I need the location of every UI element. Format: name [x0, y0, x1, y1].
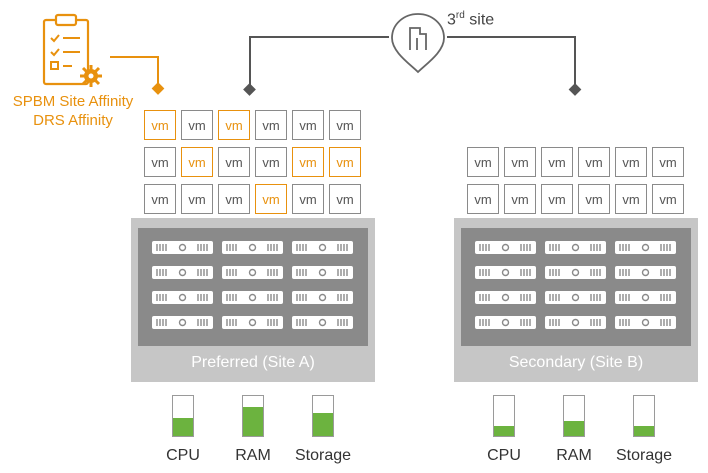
site-b-storage-meter	[633, 395, 655, 437]
site-b-server-rack	[461, 228, 691, 346]
spbm-affinity-label: SPBM Site Affinity	[12, 93, 134, 110]
site-b-vm-1-1: vm	[504, 184, 536, 214]
site-a-name: Preferred (Site A)	[191, 354, 315, 371]
witness-site-label: 3rd site	[447, 10, 494, 29]
site-b-server-1-2	[615, 266, 676, 279]
site-b-server-2-0	[475, 291, 536, 304]
site-a-server-0-0	[152, 241, 213, 254]
link-end-diamond-a	[243, 83, 256, 96]
site-b-server-0-2	[615, 241, 676, 254]
site-a-server-0-1	[222, 241, 283, 254]
site-b-vm-1-4: vm	[615, 184, 647, 214]
affinity-link	[110, 56, 159, 88]
site-a-cpu-label: CPU	[166, 447, 200, 464]
witness-label-sup: rd	[455, 10, 465, 21]
site-a-vm-0-3: vm	[255, 110, 287, 140]
site-a-server-0-2	[292, 241, 353, 254]
site-b-server-2-1	[545, 291, 606, 304]
site-a-box: Preferred (Site A)	[131, 218, 375, 382]
site-b-ram-meter	[563, 395, 585, 437]
site-b-server-0-1	[545, 241, 606, 254]
witness-label-rest: site	[464, 11, 495, 29]
witness-location-pin-icon	[391, 13, 445, 74]
site-b-server-0-0	[475, 241, 536, 254]
site-b-vm-0-1: vm	[504, 147, 536, 177]
site-a-storage-meter	[312, 395, 334, 437]
drs-affinity-label: DRS Affinity	[33, 112, 113, 129]
site-b-cpu-label: CPU	[487, 447, 521, 464]
witness-link-site-b	[447, 36, 576, 90]
site-a-server-rack	[138, 228, 368, 346]
site-b-vm-0-2: vm	[541, 147, 573, 177]
site-b-ram-level	[564, 421, 584, 436]
site-b-server-2-2	[615, 291, 676, 304]
site-a-server-1-2	[292, 266, 353, 279]
site-b-vm-0-3: vm	[578, 147, 610, 177]
site-a-vm-0-2: vm	[218, 110, 250, 140]
site-a-vm-2-0: vm	[144, 184, 176, 214]
site-a-ram-label: RAM	[235, 447, 271, 464]
site-a-server-1-1	[222, 266, 283, 279]
site-a-ram-meter	[242, 395, 264, 437]
site-b-storage-level	[634, 426, 654, 436]
site-a-vm-2-3: vm	[255, 184, 287, 214]
affinity-link-diamond	[151, 82, 165, 95]
site-b-server-3-1	[545, 316, 606, 329]
site-b-vm-1-3: vm	[578, 184, 610, 214]
site-b-cpu-meter	[493, 395, 515, 437]
site-a-vm-0-0: vm	[144, 110, 176, 140]
site-b-cpu-level	[494, 426, 514, 436]
site-b-vm-0-4: vm	[615, 147, 647, 177]
site-a-server-1-0	[152, 266, 213, 279]
site-a-vm-0-4: vm	[292, 110, 324, 140]
site-a-vm-1-2: vm	[218, 147, 250, 177]
link-end-diamond-b	[568, 83, 582, 96]
site-a-server-2-0	[152, 291, 213, 304]
site-a-vm-2-1: vm	[181, 184, 213, 214]
site-a-vm-1-0: vm	[144, 147, 176, 177]
site-a-vm-0-1: vm	[181, 110, 213, 140]
site-b-box: Secondary (Site B)	[454, 218, 698, 382]
site-a-vm-1-3: vm	[255, 147, 287, 177]
site-a-vm-1-1: vm	[181, 147, 213, 177]
site-b-server-1-1	[545, 266, 606, 279]
site-a-vm-2-2: vm	[218, 184, 250, 214]
site-a-vm-2-4: vm	[292, 184, 324, 214]
site-a-vm-0-5: vm	[329, 110, 361, 140]
site-a-storage-level	[313, 413, 333, 436]
site-a-storage-label: Storage	[294, 447, 352, 464]
site-a-server-2-1	[222, 291, 283, 304]
site-a-vm-2-5: vm	[329, 184, 361, 214]
site-b-vm-1-0: vm	[467, 184, 499, 214]
site-a-cpu-meter	[172, 395, 194, 437]
witness-link-site-a	[249, 36, 389, 90]
site-a-server-3-2	[292, 316, 353, 329]
site-a-vm-1-5: vm	[329, 147, 361, 177]
site-b-storage-label: Storage	[615, 447, 673, 464]
site-a-server-3-1	[222, 316, 283, 329]
site-b-vm-0-0: vm	[467, 147, 499, 177]
witness-label-num: 3	[447, 11, 456, 29]
site-a-vm-1-4: vm	[292, 147, 324, 177]
site-b-server-3-0	[475, 316, 536, 329]
site-b-vm-1-5: vm	[652, 184, 684, 214]
site-a-server-2-2	[292, 291, 353, 304]
site-a-cpu-level	[173, 418, 193, 436]
policy-clipboard-icon	[42, 13, 102, 87]
site-b-ram-label: RAM	[556, 447, 592, 464]
site-b-server-3-2	[615, 316, 676, 329]
site-a-server-3-0	[152, 316, 213, 329]
site-b-vm-0-5: vm	[652, 147, 684, 177]
site-a-ram-level	[243, 407, 263, 436]
site-b-server-1-0	[475, 266, 536, 279]
site-b-vm-1-2: vm	[541, 184, 573, 214]
site-b-name: Secondary (Site B)	[508, 354, 644, 371]
